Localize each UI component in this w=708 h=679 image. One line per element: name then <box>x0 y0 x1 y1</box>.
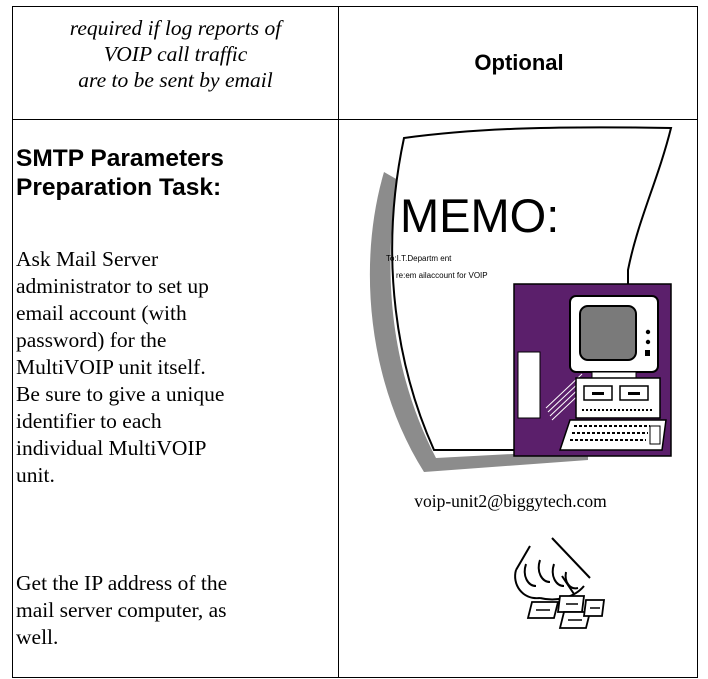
memo-re-line: re:em ailaccount for VOIP <box>396 271 488 280</box>
memo-shadow <box>369 172 588 472</box>
requirement-note: required if log reports of VOIP call tra… <box>13 15 338 93</box>
requirement-note-line: VOIP call traffic <box>103 42 248 66</box>
task-title-line: SMTP Parameters <box>16 145 224 172</box>
task-paragraph-ip: Get the IP address of the mail server co… <box>16 570 321 651</box>
requirement-note-line: are to be sent by email <box>78 68 273 92</box>
paragraph-line: Be sure to give a unique <box>16 382 225 406</box>
monitor-icon <box>569 295 659 379</box>
row-divider <box>13 119 697 120</box>
optional-label: Optional <box>474 50 564 75</box>
column-divider <box>338 7 339 677</box>
paragraph-line: email account (with <box>16 301 187 325</box>
requirement-note-line: required if log reports of <box>69 16 282 40</box>
paragraph-line: MultiVOIP unit itself. <box>16 355 206 379</box>
paragraph-line: identifier to each <box>16 409 162 433</box>
paragraph-line: mail server computer, as <box>16 598 227 622</box>
paragraph-line: Ask Mail Server <box>16 247 159 271</box>
memo-title: MEMO: <box>400 189 559 242</box>
paragraph-line: well. <box>16 625 59 649</box>
paragraph-line: individual MultiVOIP <box>16 436 207 460</box>
memo-illustration: MEMO: To:I.T.Departm ent re:em ailaccoun… <box>369 126 673 472</box>
hand-typing-icon <box>514 537 606 629</box>
paragraph-line: unit. <box>16 463 55 487</box>
paragraph-line: administrator to set up <box>16 274 209 298</box>
task-title: SMTP Parameters Preparation Task: <box>16 144 316 202</box>
disk-card <box>517 351 541 419</box>
email-address: voip-unit2@biggytech.com <box>414 491 607 511</box>
task-paragraph-account: Ask Mail Server administrator to set up … <box>16 246 321 489</box>
keyboard-icon <box>558 419 667 451</box>
paragraph-line: password) for the <box>16 328 167 352</box>
task-title-line: Preparation Task: <box>16 174 222 201</box>
cpu-base-icon <box>575 377 661 419</box>
requirements-table: required if log reports of VOIP call tra… <box>12 6 698 678</box>
memo-to-line: To:I.T.Departm ent <box>386 254 452 263</box>
paragraph-line: Get the IP address of the <box>16 571 228 595</box>
